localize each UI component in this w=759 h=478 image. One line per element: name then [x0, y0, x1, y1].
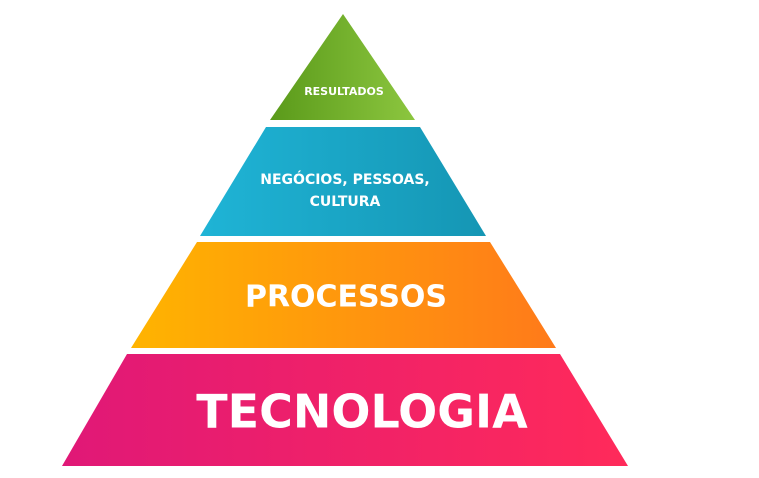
pyramid-level-processos: PROCESSOS [131, 242, 556, 348]
level-label-negocios-line1: NEGÓCIOS, PESSOAS, [260, 170, 429, 188]
level-shape-tecnologia [62, 354, 628, 466]
pyramid-level-negocios: NEGÓCIOS, PESSOAS, CULTURA [200, 127, 486, 236]
pyramid-level-tecnologia: TECNOLOGIA [62, 354, 628, 466]
level-label-tecnologia: TECNOLOGIA [196, 385, 528, 439]
level-shape-negocios [200, 127, 486, 236]
pyramid-level-resultados: RESULTADOS [270, 14, 415, 120]
level-label-resultados: RESULTADOS [304, 85, 384, 98]
level-shape-resultados [270, 14, 415, 120]
level-label-negocios-line2: CULTURA [310, 194, 381, 210]
level-shape-processos [131, 242, 556, 348]
level-label-processos: PROCESSOS [245, 280, 447, 315]
